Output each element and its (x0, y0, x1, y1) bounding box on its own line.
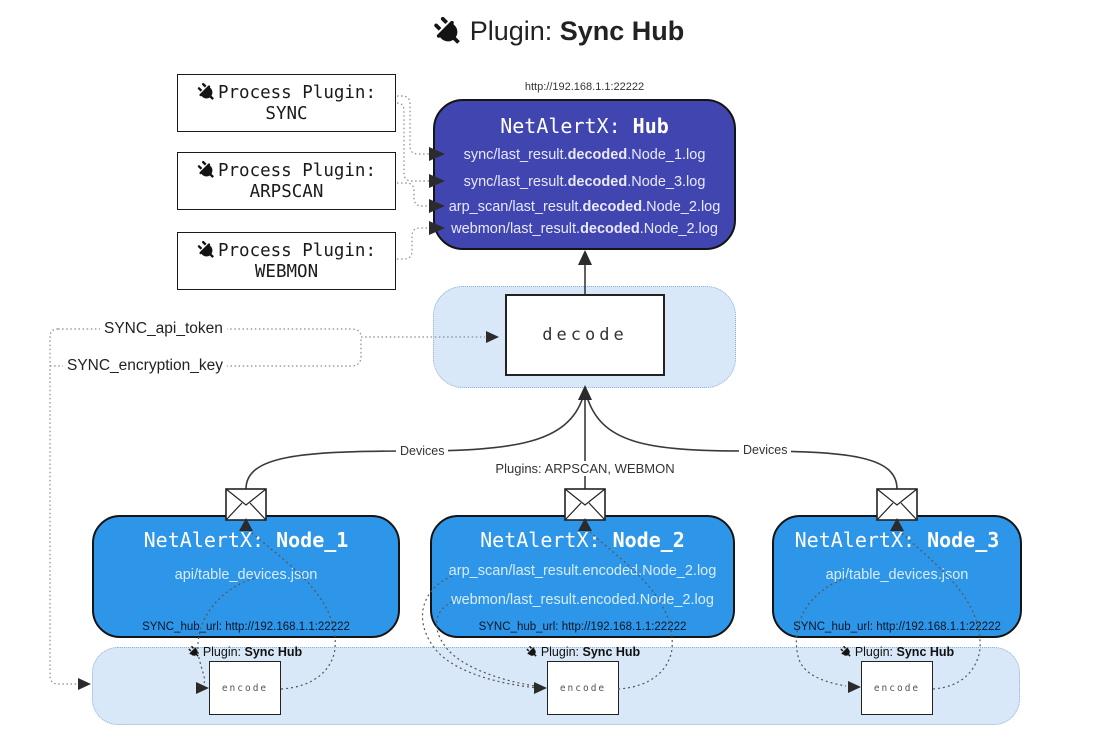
encode-box: encode (861, 661, 933, 715)
sync-api-token-label: SYNC_api_token (100, 320, 227, 338)
hub-box: NetAlertX: Hub sync/last_result.decoded.… (433, 99, 736, 250)
process-plugin-label: Process Plugin: (217, 82, 377, 103)
node-box-2: NetAlertX: Node_2 arp_scan/last_result.e… (430, 515, 735, 638)
page-title: Plugin: Sync Hub (0, 16, 1117, 47)
devices-label-left: Devices (396, 444, 449, 458)
node-file: arp_scan/last_result.encoded.Node_2.log (448, 563, 717, 579)
sync-encryption-key-label: SYNC_encryption_key (63, 357, 227, 375)
node-box-1: NetAlertX: Node_1 api/table_devices.json… (92, 515, 400, 638)
hub-title: NetAlertX: Hub (500, 114, 669, 138)
process-plugin-box-webmon: Process Plugin: WEBMON (177, 232, 396, 290)
plug-icon (185, 644, 202, 661)
node-title: NetAlertX: Node_3 (794, 528, 1000, 552)
process-plugin-box-sync: Process Plugin: SYNC (177, 74, 396, 132)
node-hub-url: SYNC_hub_url: http://192.168.1.1:22222 (142, 621, 350, 633)
node-box-3: NetAlertX: Node_3 api/table_devices.json… (772, 515, 1022, 638)
devices-label-right: Devices (739, 443, 792, 457)
node-file: api/table_devices.json (825, 567, 969, 583)
decode-box: decode (505, 294, 665, 376)
node-file: api/table_devices.json (174, 567, 318, 583)
plug-icon (523, 644, 540, 661)
page-title-text: Plugin: Sync Hub (469, 16, 685, 46)
node-title: NetAlertX: Node_2 (480, 528, 685, 552)
process-plugin-label: Process Plugin: (217, 160, 377, 181)
process-plugin-name: WEBMON (254, 261, 319, 282)
encode-box: encode (209, 661, 281, 715)
process-plugin-name: SYNC (265, 103, 308, 124)
plug-icon (193, 157, 220, 184)
hub-url-label: http://192.168.1.1:22222 (524, 81, 645, 93)
band-plugin-label: Plugin: Sync Hub (175, 645, 315, 659)
encode-box: encode (547, 661, 619, 715)
node-file: webmon/last_result.encoded.Node_2.log (451, 592, 714, 608)
plug-icon (193, 237, 220, 264)
hub-log-line: webmon/last_result.decoded.Node_2.log (451, 221, 718, 237)
plug-icon (426, 10, 468, 52)
node-title: NetAlertX: Node_1 (143, 528, 349, 552)
process-plugin-box-arpscan: Process Plugin: ARPSCAN (177, 152, 396, 210)
band-plugin-label: Plugin: Sync Hub (827, 645, 967, 659)
plug-icon (837, 644, 854, 661)
process-plugin-name: ARPSCAN (249, 181, 324, 202)
node-hub-url: SYNC_hub_url: http://192.168.1.1:22222 (478, 621, 687, 633)
hub-log-line: arp_scan/last_result.decoded.Node_2.log (448, 199, 721, 215)
plug-icon (193, 79, 220, 106)
band-plugin-label: Plugin: Sync Hub (513, 645, 653, 659)
hub-log-line: sync/last_result.decoded.Node_3.log (463, 174, 706, 190)
process-plugin-label: Process Plugin: (217, 240, 377, 261)
hub-log-line: sync/last_result.decoded.Node_1.log (463, 147, 706, 163)
plugins-label-center: Plugins: ARPSCAN, WEBMON (0, 461, 1117, 476)
node-hub-url: SYNC_hub_url: http://192.168.1.1:22222 (793, 621, 1001, 633)
